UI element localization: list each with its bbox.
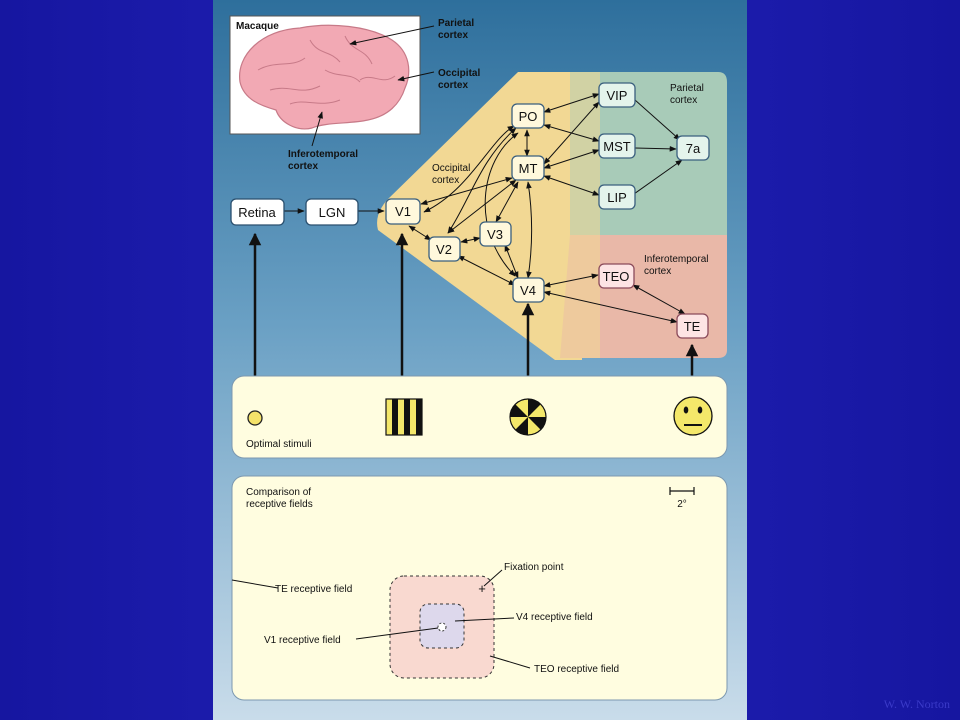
fixation-cross-icon: + bbox=[478, 581, 486, 596]
inset-inferotemporal-label-2: cortex bbox=[288, 161, 318, 172]
brain-illustration bbox=[239, 24, 410, 130]
node-v1-label: V1 bbox=[395, 204, 411, 219]
occipital-region-label-2: cortex bbox=[432, 175, 459, 186]
v4-field-label: V4 receptive field bbox=[516, 612, 593, 623]
inset-occipital-label-1: Occipital bbox=[438, 68, 480, 79]
node-te-label: TE bbox=[684, 319, 701, 334]
node-mt-label: MT bbox=[519, 161, 538, 176]
credit-text: W. W. Norton bbox=[883, 697, 950, 711]
node-retina: Retina bbox=[230, 198, 285, 226]
receptive-title-2: receptive fields bbox=[246, 499, 313, 510]
node-7a: 7a bbox=[676, 135, 710, 161]
node-v3-label: V3 bbox=[487, 227, 503, 242]
inferotemporal-region-label-2: cortex bbox=[644, 266, 671, 277]
pinwheel-stimulus-icon bbox=[509, 398, 547, 436]
inset-parietal-label-1: Parietal bbox=[438, 18, 474, 29]
face-stimulus-icon bbox=[673, 396, 713, 436]
node-lgn-label: LGN bbox=[319, 205, 346, 220]
node-te: TE bbox=[676, 313, 709, 339]
dot-stimulus-icon bbox=[247, 410, 263, 426]
inset-title: Macaque bbox=[236, 21, 279, 32]
node-teo-label: TEO bbox=[603, 269, 630, 284]
inferotemporal-region-label-1: Inferotemporal bbox=[644, 254, 708, 265]
node-vip-label: VIP bbox=[607, 88, 628, 103]
teo-field-label: TEO receptive field bbox=[534, 664, 619, 675]
node-v3: V3 bbox=[479, 221, 512, 247]
receptive-fields-panel: Comparison of receptive fields 2° + TE r… bbox=[231, 475, 728, 701]
node-7a-label: 7a bbox=[686, 141, 701, 156]
te-field-label: TE receptive field bbox=[275, 584, 352, 595]
node-mt: MT bbox=[511, 155, 545, 181]
parietal-region-label-2: cortex bbox=[670, 95, 697, 106]
grating-stimulus-icon bbox=[385, 398, 423, 436]
node-mst: MST bbox=[598, 133, 636, 159]
scale-bar: 2° bbox=[669, 487, 695, 510]
inset-occipital-label-2: cortex bbox=[438, 80, 468, 91]
node-v2-label: V2 bbox=[436, 242, 452, 257]
receptive-title-1: Comparison of bbox=[246, 487, 311, 498]
node-retina-label: Retina bbox=[238, 205, 276, 220]
parietal-region-label-1: Parietal bbox=[670, 83, 704, 94]
optimal-stimuli-label: Optimal stimuli bbox=[246, 439, 312, 450]
occipital-region-label-1: Occipital bbox=[432, 163, 470, 174]
node-mst-label: MST bbox=[603, 139, 631, 154]
fixation-point-label: Fixation point bbox=[504, 562, 564, 573]
node-po-label: PO bbox=[519, 109, 538, 124]
macaque-brain-inset: Macaque Parietal cortex Occipital cortex… bbox=[229, 15, 480, 172]
node-vip: VIP bbox=[598, 82, 636, 108]
node-v2: V2 bbox=[428, 236, 461, 262]
scale-bar-label: 2° bbox=[677, 499, 687, 510]
node-v1: V1 bbox=[385, 198, 421, 225]
node-v4-label: V4 bbox=[520, 283, 536, 298]
node-lip-label: LIP bbox=[607, 190, 627, 205]
node-teo: TEO bbox=[598, 263, 635, 289]
v1-receptive-field bbox=[437, 622, 447, 632]
inset-parietal-label-2: cortex bbox=[438, 30, 468, 41]
pathway-connections bbox=[284, 93, 686, 324]
node-v4: V4 bbox=[512, 277, 545, 303]
node-lip: LIP bbox=[598, 184, 636, 210]
node-lgn: LGN bbox=[305, 198, 359, 226]
inset-inferotemporal-label-1: Inferotemporal bbox=[288, 149, 358, 160]
v1-field-label: V1 receptive field bbox=[264, 635, 341, 646]
node-po: PO bbox=[511, 103, 545, 129]
optimal-stimuli-panel: Optimal stimuli bbox=[231, 375, 728, 459]
